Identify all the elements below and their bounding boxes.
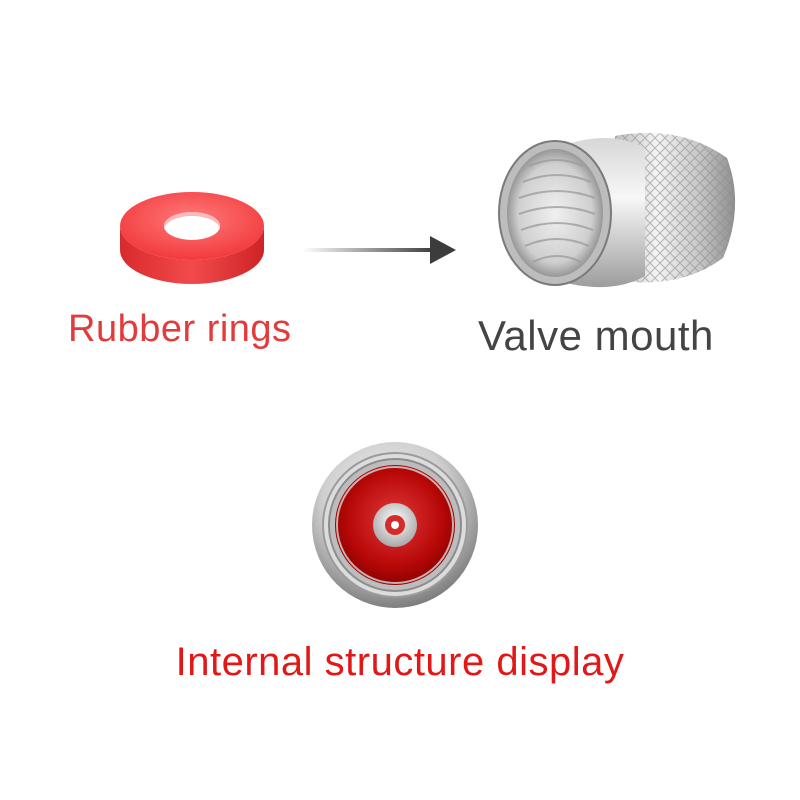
rubber-ring-image [120,192,264,284]
rubber-rings-label: Rubber rings [68,308,292,350]
internal-structure-image [312,442,478,608]
arrow-right-icon [302,236,456,264]
internal-structure-label: Internal structure display [175,640,625,684]
valve-mouth-label: Valve mouth [478,312,714,359]
valve-mouth-image [498,132,736,288]
